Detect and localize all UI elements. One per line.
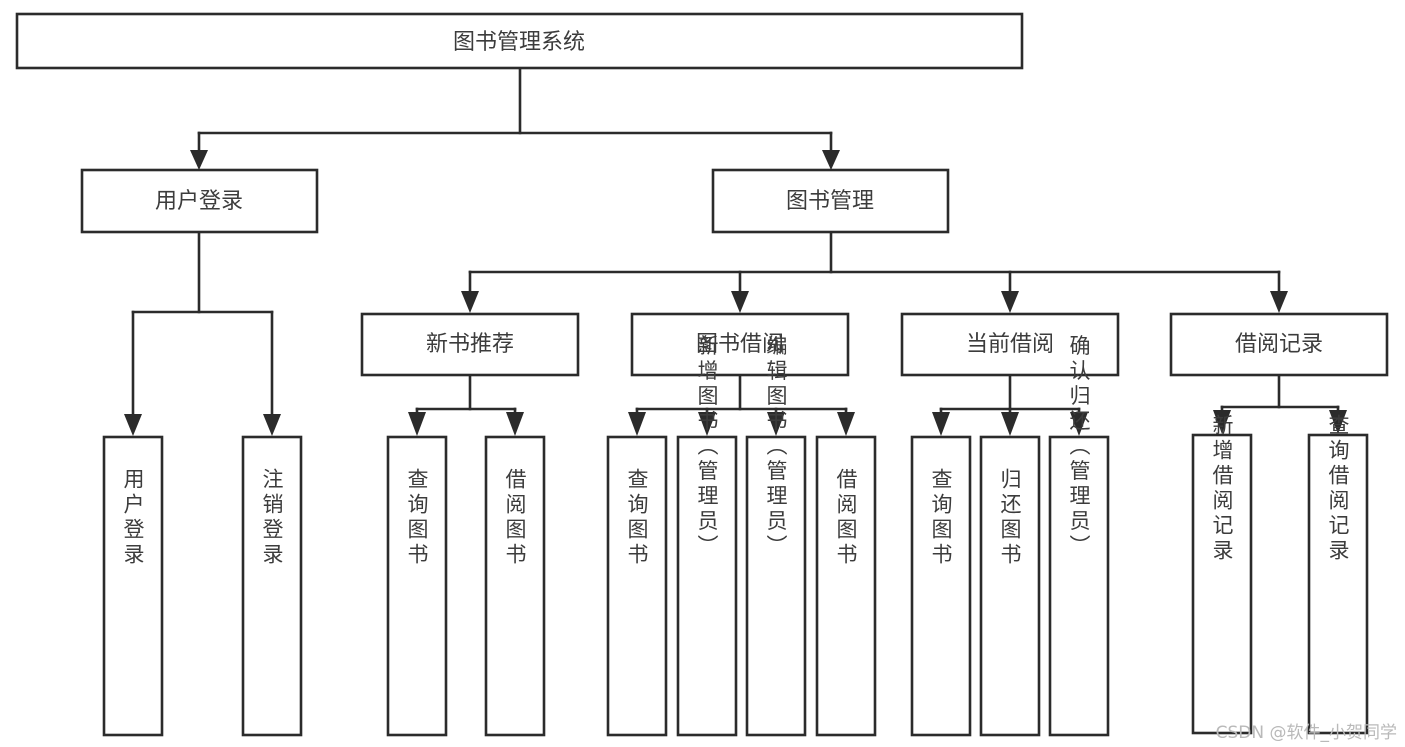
leaf-borrow-record-2-rect bbox=[1307, 433, 1369, 735]
leaf-user-login-1-rect bbox=[102, 435, 164, 737]
arrowhead-leaf-user-login-2 bbox=[263, 414, 281, 436]
leaf-book-borrow-1[interactable]: 查询图书 bbox=[606, 435, 668, 737]
arrowhead-book-mgmt bbox=[822, 150, 840, 170]
node-current-borrow-label: 当前借阅 bbox=[966, 332, 1054, 357]
leaf-user-login-2-rect bbox=[241, 435, 303, 737]
node-book-management[interactable]: 图书管理 bbox=[711, 168, 950, 234]
leaf-new-book-recommend-1-label: 查询图书 bbox=[405, 468, 429, 568]
node-new-book-recommend-label: 新书推荐 bbox=[426, 332, 514, 357]
arrowhead-leaf-bookborrow-4 bbox=[837, 412, 855, 436]
arrowhead-book-borrow bbox=[731, 291, 749, 313]
leaf-new-book-recommend-2-rect bbox=[484, 435, 546, 737]
arrowhead-user-login bbox=[190, 150, 208, 170]
arrowhead-leaf-user-login-1 bbox=[124, 414, 142, 436]
node-new-book-recommend[interactable]: 新书推荐 bbox=[360, 312, 580, 377]
arrowhead-leaf-currentborrow-2 bbox=[1001, 412, 1019, 436]
node-user-login-rect bbox=[80, 168, 319, 234]
node-book-borrow[interactable]: 图书借阅 bbox=[630, 312, 850, 377]
arrowhead-new-book-recommend bbox=[461, 291, 479, 313]
node-borrow-record-label: 借阅记录 bbox=[1235, 332, 1323, 357]
leaf-borrow-record-1[interactable]: 新增借阅记录 bbox=[1191, 414, 1253, 735]
leaf-current-borrow-1[interactable]: 查询图书 bbox=[910, 435, 972, 737]
node-root-rect bbox=[15, 12, 1024, 70]
arrowhead-leaf-newbook-1 bbox=[408, 412, 426, 436]
leaf-book-borrow-3-rect bbox=[745, 435, 807, 737]
node-current-borrow-rect bbox=[900, 312, 1120, 377]
leaf-book-borrow-3-label: 编辑图书（管理员） bbox=[764, 335, 788, 560]
leaf-current-borrow-3-label: 确认归还（管理员） bbox=[1067, 335, 1091, 560]
leaf-borrow-record-2[interactable]: 查询借阅记录 bbox=[1307, 414, 1369, 735]
arrowhead-current-borrow bbox=[1001, 291, 1019, 313]
leaf-user-login-2[interactable]: 注销登录 bbox=[241, 435, 303, 737]
arrowhead-leaf-newbook-2 bbox=[506, 412, 524, 436]
connector-group-root bbox=[190, 66, 840, 170]
leaf-book-borrow-2-rect bbox=[676, 435, 738, 737]
leaf-user-login-1[interactable]: 用户登录 bbox=[102, 435, 164, 737]
node-book-borrow-label: 图书借阅 bbox=[696, 332, 784, 357]
connector-group-new-book-recommend bbox=[408, 373, 524, 436]
node-new-book-recommend-rect bbox=[360, 312, 580, 377]
arrowhead-leaf-currentborrow-3 bbox=[1070, 412, 1088, 436]
leaf-current-borrow-2-label: 归还图书 bbox=[998, 468, 1022, 568]
leaf-current-borrow-3[interactable]: 确认归还（管理员） bbox=[1048, 335, 1110, 737]
leaf-new-book-recommend-1[interactable]: 查询图书 bbox=[386, 435, 448, 737]
connector-group-user-login bbox=[124, 230, 281, 436]
arrowhead-leaf-bookborrow-3 bbox=[767, 412, 785, 436]
node-borrow-record[interactable]: 借阅记录 bbox=[1169, 312, 1389, 377]
leaf-current-borrow-1-label: 查询图书 bbox=[929, 468, 953, 568]
arrowhead-leaf-borrowrecord-1 bbox=[1213, 410, 1231, 434]
leaf-current-borrow-3-rect bbox=[1048, 435, 1110, 737]
leaf-borrow-record-1-rect bbox=[1191, 433, 1253, 735]
connector-group-book-borrow bbox=[628, 373, 855, 436]
arrowhead-borrow-record bbox=[1270, 291, 1288, 313]
leaf-current-borrow-2-rect bbox=[979, 435, 1041, 737]
node-root[interactable]: 图书管理系统 bbox=[15, 12, 1024, 70]
arrowhead-leaf-borrowrecord-2 bbox=[1329, 410, 1347, 434]
leaf-book-borrow-4-label: 借阅图书 bbox=[834, 468, 858, 568]
leaf-current-borrow-2[interactable]: 归还图书 bbox=[979, 435, 1041, 737]
leaf-book-borrow-4-rect bbox=[815, 435, 877, 737]
connector-group-current-borrow bbox=[932, 373, 1088, 436]
leaf-current-borrow-1-rect bbox=[910, 435, 972, 737]
node-current-borrow[interactable]: 当前借阅 bbox=[900, 312, 1120, 377]
leaf-user-login-2-label: 注销登录 bbox=[260, 468, 284, 568]
node-book-management-label: 图书管理 bbox=[786, 189, 874, 214]
leaf-new-book-recommend-2[interactable]: 借阅图书 bbox=[484, 435, 546, 737]
leaf-book-borrow-4[interactable]: 借阅图书 bbox=[815, 435, 877, 737]
leaf-user-login-1-label: 用户登录 bbox=[121, 468, 145, 568]
node-root-label: 图书管理系统 bbox=[453, 30, 585, 55]
node-user-login[interactable]: 用户登录 bbox=[80, 168, 319, 234]
leaf-book-borrow-2-label: 新增图书（管理员） bbox=[695, 335, 719, 560]
node-book-management-rect bbox=[711, 168, 950, 234]
connector-group-borrow-record bbox=[1213, 373, 1347, 434]
arrowhead-leaf-bookborrow-1 bbox=[628, 412, 646, 436]
leaf-book-borrow-3[interactable]: 编辑图书（管理员） bbox=[745, 335, 807, 737]
leaf-borrow-record-2-label: 查询借阅记录 bbox=[1326, 414, 1350, 564]
node-user-login-label: 用户登录 bbox=[155, 189, 243, 214]
leaf-book-borrow-1-rect bbox=[606, 435, 668, 737]
leaf-new-book-recommend-1-rect bbox=[386, 435, 448, 737]
connector-group-book-mgmt bbox=[461, 230, 1288, 313]
arrowhead-leaf-currentborrow-1 bbox=[932, 412, 950, 436]
leaf-book-borrow-1-label: 查询图书 bbox=[625, 468, 649, 568]
node-borrow-record-rect bbox=[1169, 312, 1389, 377]
leaf-book-borrow-2[interactable]: 新增图书（管理员） bbox=[676, 335, 738, 737]
leaf-new-book-recommend-2-label: 借阅图书 bbox=[503, 468, 527, 568]
node-book-borrow-rect bbox=[630, 312, 850, 377]
arrowhead-leaf-bookborrow-2 bbox=[698, 412, 716, 436]
leaf-borrow-record-1-label: 新增借阅记录 bbox=[1210, 414, 1234, 564]
